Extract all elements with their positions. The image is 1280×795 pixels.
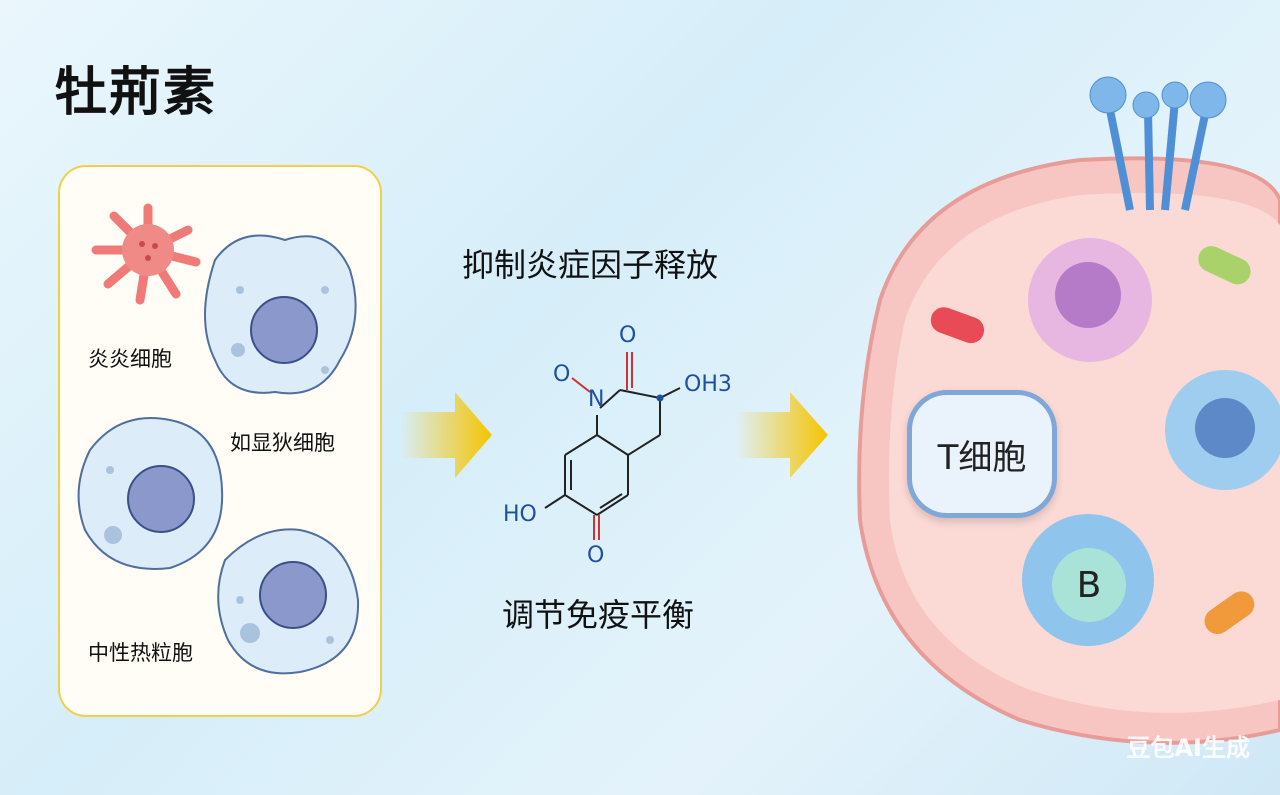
b-cell-badge: B — [1052, 548, 1126, 622]
watermark: 豆包AI生成 — [1126, 734, 1250, 762]
atom-ho: HO — [503, 502, 537, 527]
action-inhibit-label: 抑制炎症因子释放 — [462, 246, 719, 284]
molecule-structure — [544, 352, 681, 540]
atom-o: O — [587, 543, 605, 568]
t-cell-badge: T细胞 — [907, 390, 1057, 518]
atom-o: O — [619, 323, 637, 348]
capsule-icon — [1198, 246, 1251, 285]
action-regulate-label: 调节免疫平衡 — [502, 596, 695, 634]
receptor-icon — [1089, 76, 1227, 211]
atom-oh3: OH3 — [684, 372, 732, 397]
neutrophil-cell-icon — [217, 528, 360, 675]
inflammatory-cell-label: 炎炎细胞 — [88, 347, 172, 371]
eosinophil-cell-icon — [204, 234, 357, 395]
large-cell-icon — [857, 76, 1280, 745]
neutrophil-label: 中性热粒胞 — [88, 641, 193, 665]
capsule-icon — [1204, 591, 1255, 635]
immune-cell-icon — [77, 417, 224, 570]
atom-o: O — [553, 362, 571, 387]
inflammatory-cell-icon — [91, 203, 201, 305]
purple-cell-icon — [1028, 238, 1152, 362]
capsule-icon — [930, 307, 985, 344]
blue-cell-icon — [1165, 370, 1280, 490]
atom-n: N — [588, 387, 605, 412]
page-title: 牡荊素 — [55, 63, 218, 123]
arrow-right-icon — [735, 392, 828, 478]
eosinophil-label: 如显狄细胞 — [230, 431, 335, 455]
arrow-right-icon — [400, 392, 492, 478]
